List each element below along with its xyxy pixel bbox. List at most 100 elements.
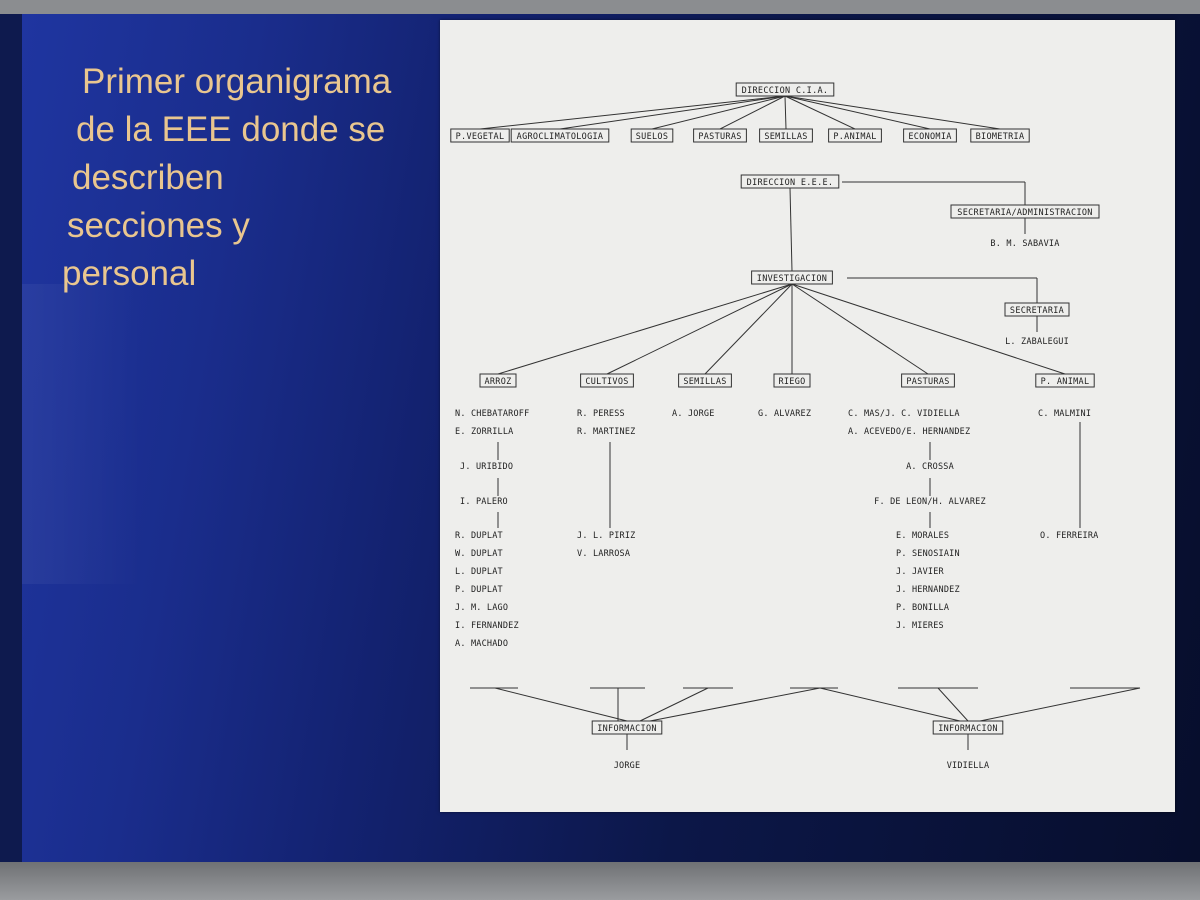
connector-line (651, 95, 786, 130)
screen: Primer organigrama de la EEE donde se de… (0, 14, 1200, 862)
node-direccion-eee: DIRECCION E.E.E. (747, 178, 834, 188)
connector-line (719, 95, 786, 130)
slide-title: Primer organigrama de la EEE donde se de… (62, 58, 462, 298)
person-name: P. DUPLAT (455, 585, 503, 595)
node-secretaria: SECRETARIA (1010, 306, 1064, 316)
node-unit-semillas-box (759, 128, 813, 143)
slide-title-line: describen (72, 158, 224, 197)
node-unit-economia-box (903, 128, 957, 143)
person-name: L. DUPLAT (455, 567, 503, 577)
node-unit-biometria: BIOMETRIA (976, 132, 1025, 142)
connector-line (649, 687, 821, 722)
monitor-bezel-top (0, 0, 1200, 14)
node-section-riego: RIEGO (778, 377, 805, 387)
person-name: R. DUPLAT (455, 531, 503, 541)
slide-title-line: secciones y (67, 206, 250, 245)
person-name: E. MORALES (896, 531, 949, 541)
node-section-arroz-box (479, 373, 517, 388)
node-section-panimal-box (1035, 373, 1095, 388)
node-section-pasturas: PASTURAS (906, 377, 949, 387)
connector-line (559, 95, 786, 130)
person-name: L. ZABALEGUI (1005, 337, 1069, 347)
node-unit-suelos: SUELOS (636, 132, 669, 142)
organigram-chart: DIRECCION C.I.A. P.VEGETAL AGROCLIMATOLOGI… (450, 82, 1141, 771)
person-name: A. JORGE (672, 409, 715, 419)
connector-line (784, 95, 1001, 130)
person-name: R. MARTINEZ (577, 427, 636, 437)
connector-line (784, 95, 787, 130)
node-unit-suelos-box (630, 128, 674, 143)
node-section-pasturas-box (901, 373, 955, 388)
person-name: N. CHEBATAROFF (455, 409, 529, 419)
node-direccion-cia: DIRECCION C.I.A. (742, 86, 829, 96)
node-unit-panimal-box (828, 128, 882, 143)
node-section-arroz: ARROZ (484, 377, 511, 387)
node-unit-pasturas: PASTURAS (698, 132, 741, 142)
connector-line (606, 283, 793, 375)
connector-line (784, 95, 931, 130)
connector-line (704, 283, 793, 375)
connector-line (784, 95, 856, 130)
person-name: V. LARROSA (577, 549, 630, 559)
connector-line (639, 687, 709, 722)
person-name: VIDIELLA (947, 761, 990, 771)
connector-line (979, 687, 1141, 722)
person-name: P. SENOSIAIN (896, 549, 960, 559)
node-section-semillas-box (678, 373, 732, 388)
node-informacion: INFORMACION (938, 724, 998, 734)
node-informacion: INFORMACION (597, 724, 657, 734)
person-name: E. ZORRILLA (455, 427, 514, 437)
node-unit-pvegetal-box (450, 128, 510, 143)
connector-line (819, 687, 961, 722)
node-unit-panimal: P.ANIMAL (833, 132, 876, 142)
person-name: I. PALERO (460, 497, 508, 507)
node-unit-biometria-box (970, 128, 1030, 143)
monitor-bezel-bottom (0, 862, 1200, 900)
slide-title-line: de la EEE donde se (76, 110, 386, 149)
slide-highlight (22, 284, 142, 584)
person-name: J. JAVIER (896, 567, 945, 577)
person-name: F. DE LEON/H. ALVAREZ (874, 497, 986, 507)
node-unit-economia: ECONOMIA (908, 132, 951, 142)
person-name: P. BONILLA (896, 603, 949, 613)
organigram-document: DIRECCION C.I.A. P.VEGETAL AGROCLIMATOLOGI… (440, 20, 1175, 812)
node-investigacion: INVESTIGACION (757, 274, 827, 284)
person-name: J. URIBIDO (460, 462, 513, 472)
node-unit-pvegetal: P.VEGETAL (456, 132, 505, 142)
person-name: B. M. SABAVIA (990, 239, 1059, 249)
person-name: I. FERNANDEZ (455, 621, 519, 631)
connector-line (937, 687, 969, 722)
node-secretaria-administracion: SECRETARIA/ADMINISTRACION (957, 208, 1092, 218)
node-unit-pasturas-box (693, 128, 747, 143)
node-section-panimal: P. ANIMAL (1041, 377, 1090, 387)
connector-line (497, 283, 793, 375)
person-name: W. DUPLAT (455, 549, 503, 559)
person-name: J. HERNANDEZ (896, 585, 960, 595)
node-section-cultivos-box (580, 373, 634, 388)
slide-title-line: personal (62, 254, 197, 293)
person-name: JORGE (614, 761, 641, 771)
person-name: A. ACEVEDO/E. HERNANDEZ (848, 427, 970, 437)
node-unit-agroclimatologia: AGROCLIMATOLOGIA (517, 132, 604, 142)
node-section-semillas: SEMILLAS (683, 377, 726, 387)
connector-line (791, 283, 1066, 375)
person-name: J. L. PIRIZ (577, 531, 636, 541)
person-name: O. FERREIRA (1040, 531, 1099, 541)
person-name: C. MAS/J. C. VIDIELLA (848, 409, 960, 419)
node-unit-semillas: SEMILLAS (764, 132, 807, 142)
slide-title-line: Primer organigrama (82, 62, 392, 101)
person-name: G. ALVAREZ (758, 409, 811, 419)
connector-line (494, 687, 628, 722)
node-section-riego-box (773, 373, 811, 388)
person-name: J. MIERES (896, 621, 944, 631)
connector-line (789, 187, 793, 272)
person-name: C. MALMINI (1038, 409, 1091, 419)
node-unit-agroclimatologia-box (510, 128, 610, 143)
person-name: R. PERESS (577, 409, 625, 419)
connector-line (479, 95, 786, 130)
connector-line (791, 283, 929, 375)
person-name: A. CROSSA (906, 462, 954, 472)
person-name: A. MACHADO (455, 639, 508, 649)
node-section-cultivos: CULTIVOS (585, 377, 628, 387)
person-name: J. M. LAGO (455, 603, 508, 613)
